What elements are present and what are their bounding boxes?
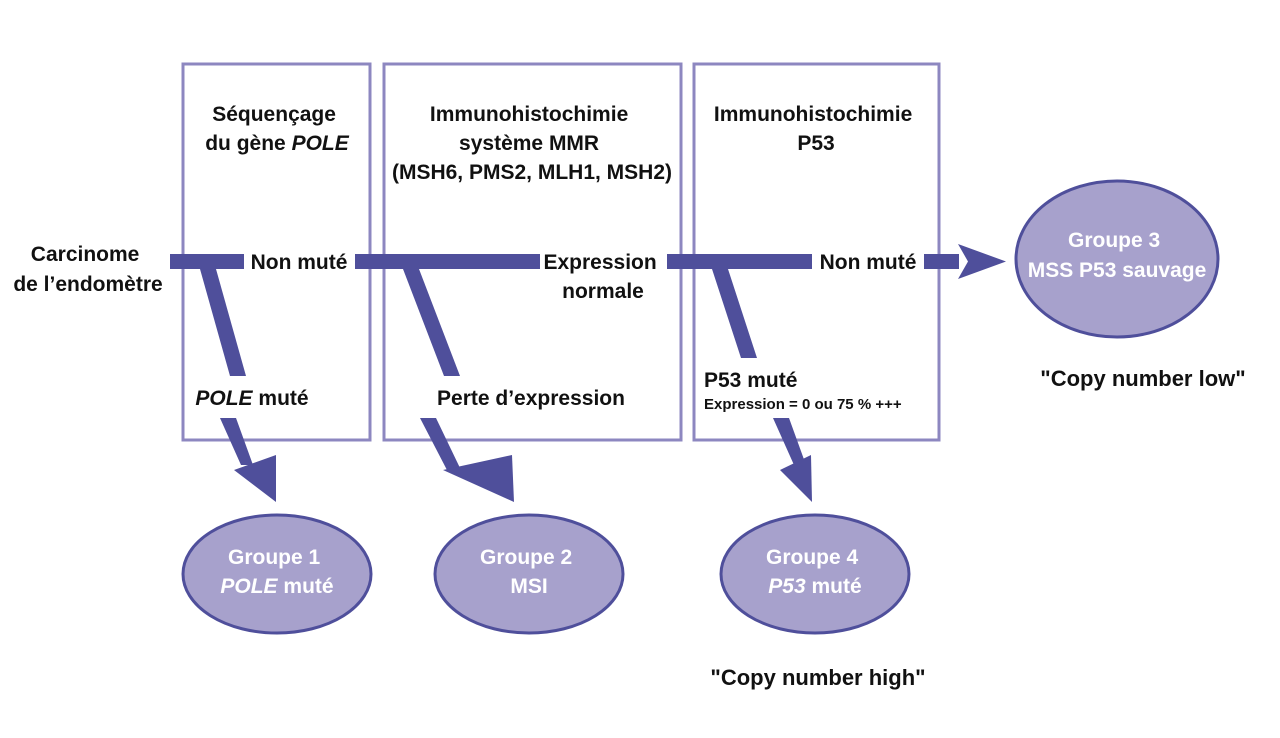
pass-label-p53: Non muté	[820, 251, 917, 274]
step-title-p53: Immunohistochimie P53	[714, 103, 918, 155]
start-label-line2: de l’endomètre	[13, 273, 162, 296]
start-label-line1: Carcinome	[31, 243, 140, 266]
start-label: Carcinome de l’endomètre	[13, 243, 162, 296]
pass-label-mmr: Expression normale	[543, 251, 662, 303]
step-box-pole	[181, 62, 372, 442]
arrow-to-groupe-2	[420, 418, 514, 502]
fail-label-mmr: Perte d’expression	[437, 387, 625, 410]
step-box-p53	[692, 62, 941, 442]
arrow-to-groupe-3	[924, 244, 1006, 279]
fail-label-p53: P53 muté	[704, 369, 797, 392]
branch-bar-pole	[200, 269, 246, 376]
step-title-mmr: Immunohistochimie système MMR (MSH6, PMS…	[392, 103, 672, 184]
flow-bar-segment-2	[355, 254, 540, 269]
fail-sublabel-p53: Expression = 0 ou 75 % +++	[704, 396, 902, 413]
fail-label-pole: POLE muté	[195, 387, 308, 410]
step-box-mmr	[382, 62, 683, 442]
flow-bar-segment-3	[667, 254, 812, 269]
groupe-1-node: Groupe 1 POLE muté	[181, 513, 373, 635]
arrow-to-groupe-1	[220, 418, 276, 502]
groupe-4-node: Groupe 4 P53 muté	[719, 513, 911, 635]
arrow-to-groupe-4	[773, 418, 812, 502]
svg-text:Groupe 3 MSS P53 sauvage: Groupe 3 MSS P53 sauvage	[1028, 229, 1207, 282]
flow-bar-segment-1	[170, 254, 244, 269]
branch-bar-p53	[712, 269, 757, 358]
svg-text:Groupe 4 P53 muté: Groupe 4 P53 muté	[766, 546, 864, 598]
note-copy-number-low: "Copy number low"	[1040, 366, 1245, 391]
note-copy-number-high: "Copy number high"	[710, 665, 925, 690]
svg-text:Groupe 2 MSI: Groupe 2 MSI	[480, 546, 578, 598]
svg-text:Groupe 1 POLE muté: Groupe 1 POLE muté	[220, 546, 333, 598]
pass-label-pole: Non muté	[251, 251, 348, 274]
groupe-2-node: Groupe 2 MSI	[433, 513, 625, 635]
groupe-3-node: Groupe 3 MSS P53 sauvage	[1014, 179, 1220, 339]
step-title-pole: Séquençage du gène POLE	[205, 103, 350, 155]
branch-bar-mmr	[403, 269, 460, 376]
